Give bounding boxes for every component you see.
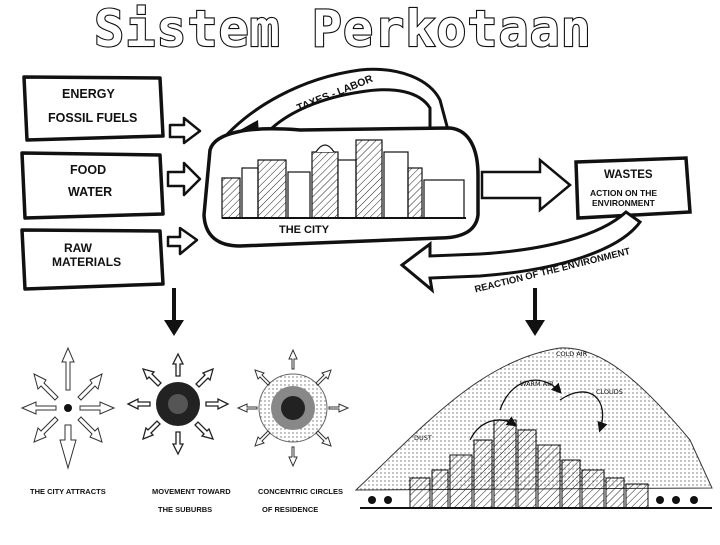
input-raw-line1: RAW	[64, 241, 93, 255]
pattern-city-attracts: THE CITY ATTRACTS	[20, 346, 116, 496]
city-skyline	[221, 139, 466, 219]
city-blob: THE CITY	[202, 126, 480, 248]
caption-suburbs-line2: THE SUBURBS	[158, 505, 212, 514]
label-dust: DUST	[414, 434, 432, 442]
caption-suburbs-line1: MOVEMENT TOWARD	[152, 487, 231, 496]
input-box-energy: ENERGY FOSSIL FUELS	[22, 75, 165, 142]
arrow-to-wastes	[480, 157, 572, 213]
input-food-line1: FOOD	[70, 163, 106, 177]
heat-island-illustration: COLD AIR WARM AIR CLOUDS DUST	[354, 347, 713, 509]
caption-concentric-line1: CONCENTRIC CIRCLES	[258, 487, 343, 496]
input-arrows	[166, 116, 202, 256]
wastes-line1: ACTION ON THE	[590, 188, 657, 198]
page-title: Sistem Perkotaan	[94, 0, 592, 58]
input-energy-line2: FOSSIL FUELS	[48, 111, 137, 125]
label-cold-air: COLD AIR	[556, 350, 588, 358]
wastes-title: WASTES	[604, 169, 653, 181]
caption-city-attracts: THE CITY ATTRACTS	[30, 487, 106, 496]
output-box-wastes: WASTES ACTION ON THE ENVIRONMENT	[574, 156, 692, 220]
pattern-concentric: CONCENTRIC CIRCLES OF RESIDENCE	[236, 348, 350, 514]
input-food-line2: WATER	[68, 185, 112, 199]
label-clouds: CLOUDS	[596, 388, 623, 396]
label-warm-air: WARM AIR	[520, 380, 554, 388]
heat-trees	[368, 496, 698, 504]
input-energy-line1: ENERGY	[62, 87, 115, 101]
pattern-suburbs: MOVEMENT TOWARD THE SUBURBS	[126, 352, 231, 514]
input-box-food: FOOD WATER	[20, 151, 165, 220]
input-box-raw-materials: RAW MATERIALS	[20, 228, 165, 291]
wastes-line2: ENVIRONMENT	[592, 198, 656, 208]
input-raw-line2: MATERIALS	[52, 255, 121, 269]
heat-skyline	[409, 419, 649, 509]
down-arrows	[164, 288, 545, 336]
city-label: THE CITY	[279, 224, 330, 236]
caption-concentric-line2: OF RESIDENCE	[262, 505, 318, 514]
